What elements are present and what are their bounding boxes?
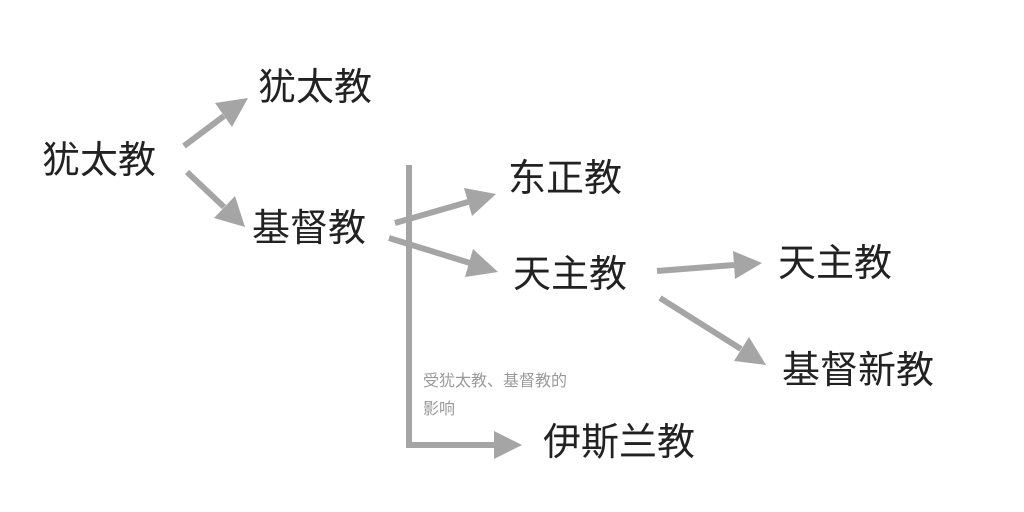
node-christianity: 基督教 (252, 206, 367, 250)
node-catholicism-continued: 天主教 (778, 241, 893, 285)
arrow-catholicism-to-catholicism (656, 251, 762, 279)
influence-note-line-2: 影响 (423, 399, 456, 418)
node-judaism-root: 犹太教 (42, 138, 157, 182)
node-eastern-orthodox: 东正教 (508, 156, 623, 200)
node-catholicism: 天主教 (513, 252, 628, 296)
arrow-christianity-to-catholicism (388, 235, 498, 277)
node-protestantism: 基督新教 (782, 348, 935, 392)
arrow-judaism-to-judaism (182, 98, 248, 149)
arrow-judaism-to-christianity (184, 169, 245, 227)
influence-note-line-1: 受犹太教、基督教的 (423, 371, 568, 390)
node-judaism: 犹太教 (258, 65, 373, 109)
arrow-influence-to-islam (406, 165, 522, 459)
arrow-catholicism-to-protestantism (658, 295, 766, 365)
node-islam: 伊斯兰教 (543, 420, 696, 464)
influence-note: 受犹太教、基督教的 影响 (423, 367, 567, 423)
